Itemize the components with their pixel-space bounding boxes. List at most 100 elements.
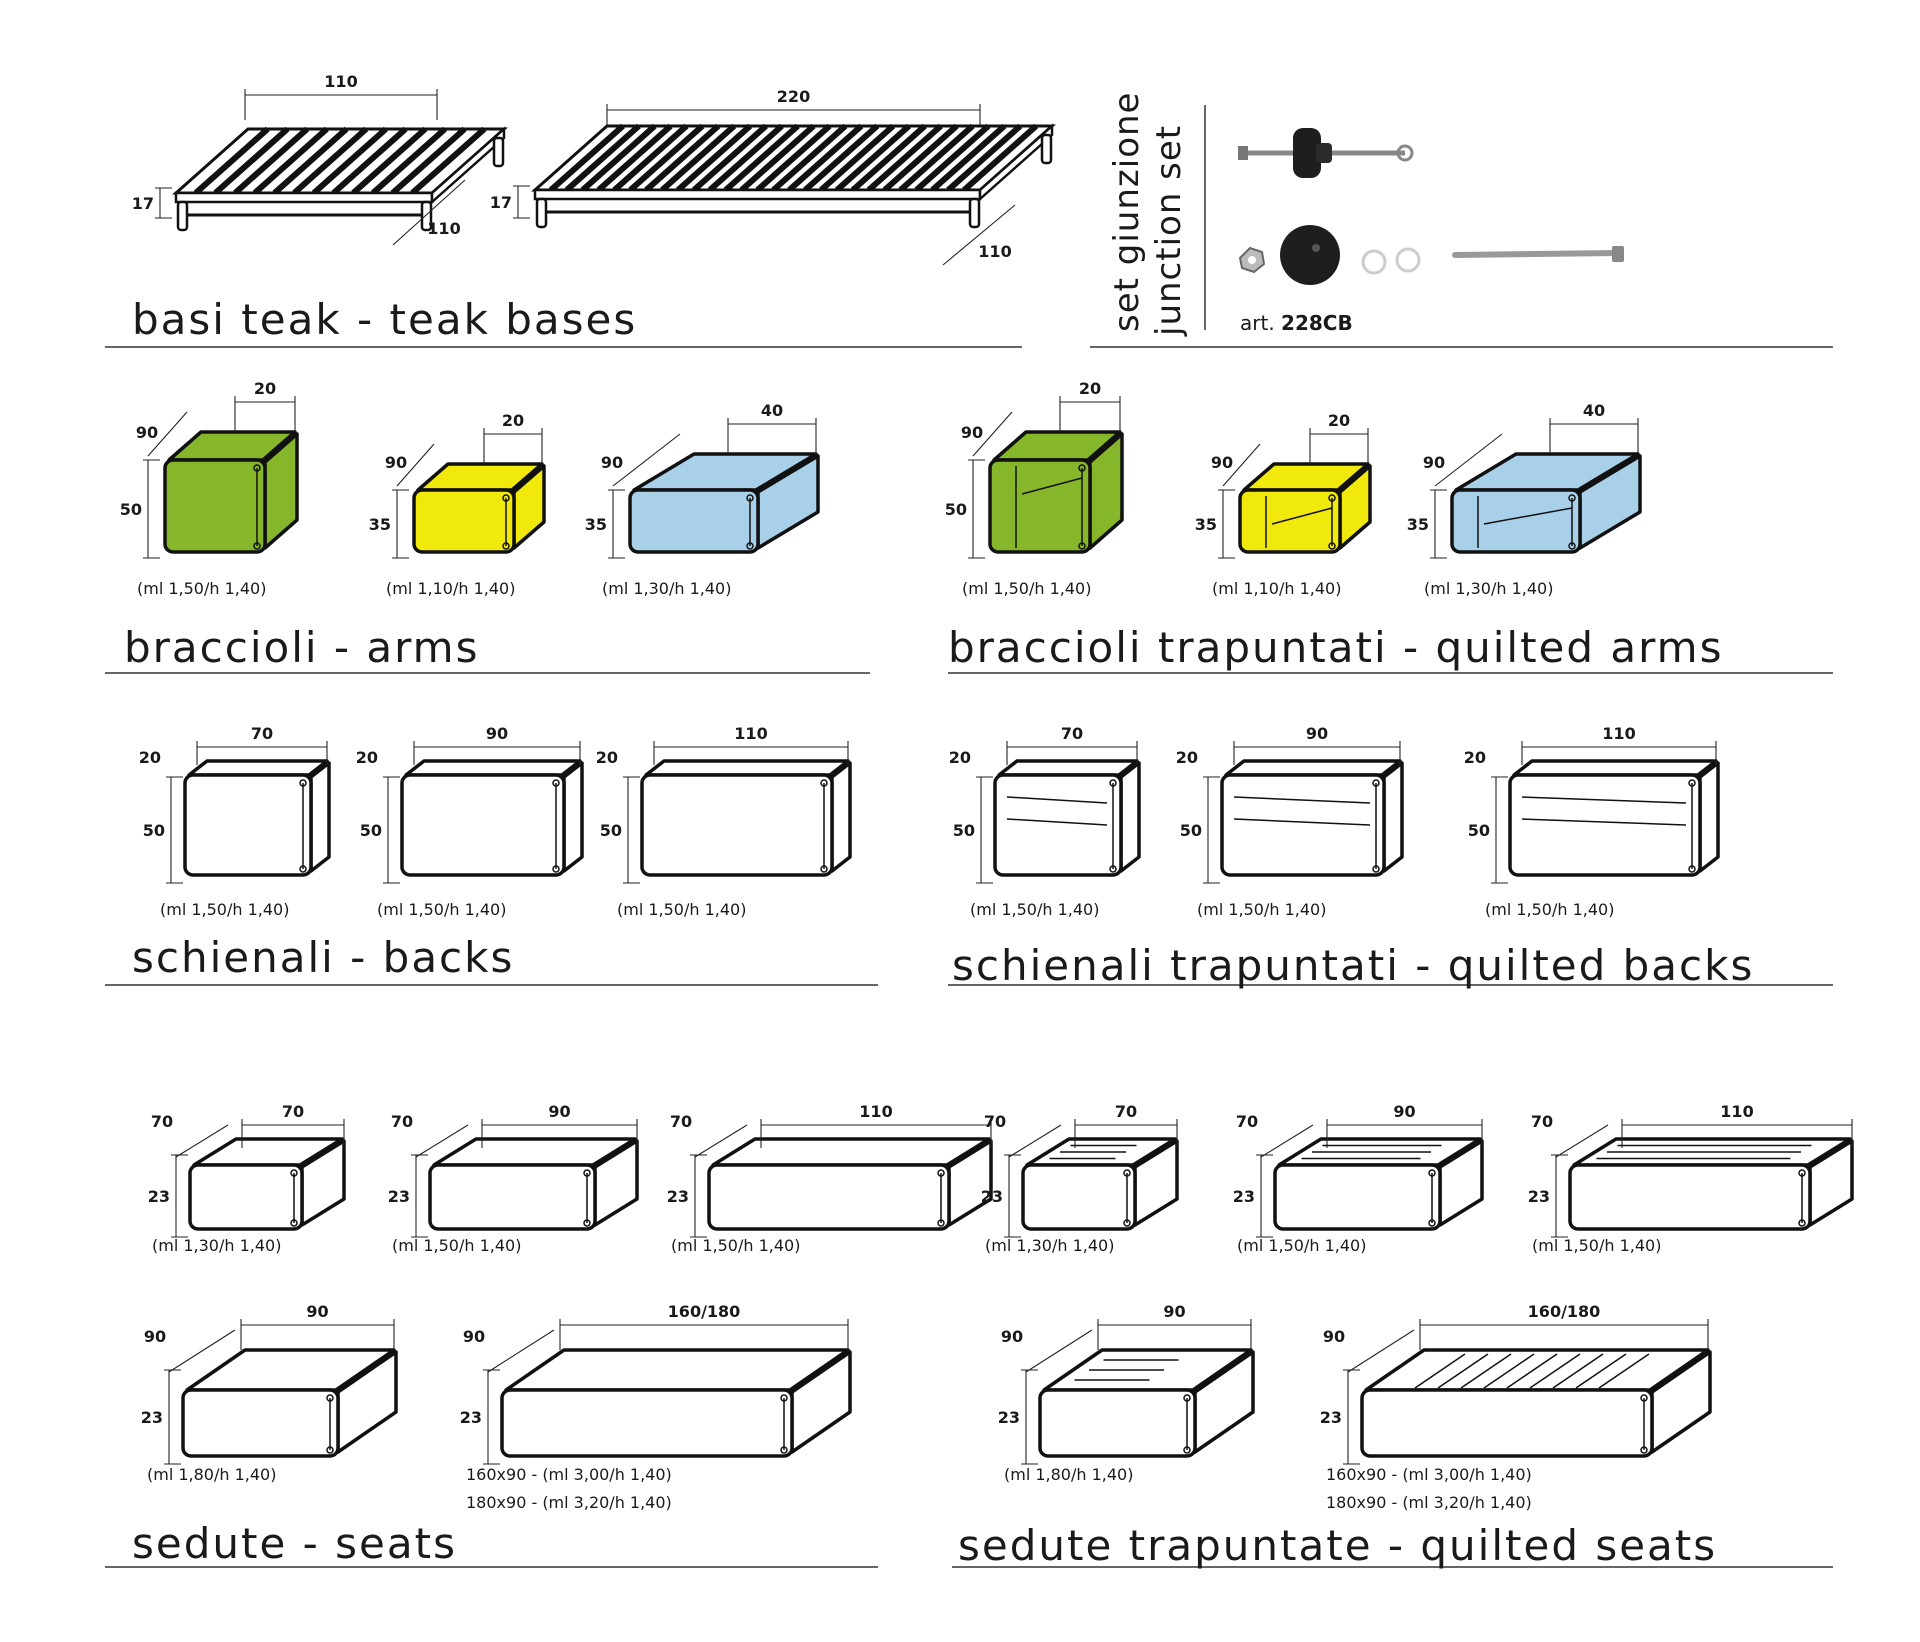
seat-cushion <box>1038 1348 1255 1458</box>
teak-slat <box>803 123 880 193</box>
height-label: 23 <box>981 1187 1003 1206</box>
cushion-front <box>640 773 834 877</box>
bolt-head <box>1238 146 1248 160</box>
arm-green <box>163 430 299 554</box>
height-label: 23 <box>148 1187 170 1206</box>
cushion-side <box>309 761 331 873</box>
teak-slat <box>311 126 388 196</box>
height-label: 50 <box>1468 821 1490 840</box>
cushion-front <box>628 488 760 554</box>
quilt-line <box>1598 1353 1650 1389</box>
teak-slat <box>390 126 467 196</box>
corner-bead <box>502 542 510 550</box>
height-label: 35 <box>1195 515 1217 534</box>
cushion-front <box>500 1388 794 1458</box>
cushion-front <box>1360 1388 1654 1458</box>
corner-bead <box>1798 1169 1806 1177</box>
depth-label: 110 <box>978 242 1011 261</box>
section-title-seats: sedute - seats <box>132 1519 457 1568</box>
height-label: 50 <box>360 821 382 840</box>
cushion-front <box>428 1163 597 1231</box>
height-label: 23 <box>388 1187 410 1206</box>
quilt-line <box>1521 818 1687 826</box>
height-label: 35 <box>585 515 607 534</box>
width-label: 90 <box>548 1102 570 1121</box>
width-label: 20 <box>502 411 524 430</box>
long-bolt-head <box>1612 246 1624 262</box>
quilt-line <box>1483 507 1573 525</box>
teak-leg <box>535 197 548 229</box>
corner-bead <box>780 1446 788 1454</box>
height-label: 35 <box>1407 515 1429 534</box>
height-label: 23 <box>1528 1187 1550 1206</box>
width-label: 220 <box>777 87 810 106</box>
depth-label: 90 <box>385 453 407 472</box>
teak-slat <box>691 123 768 193</box>
corner-bead <box>583 1219 591 1227</box>
corner-bead <box>1428 1219 1436 1227</box>
quilt-line <box>1460 1353 1512 1389</box>
cushion-front <box>412 488 516 554</box>
cushion-front <box>400 773 566 877</box>
dimension-note: (ml 1,50/h 1,40) <box>137 579 266 598</box>
teak-slat <box>930 123 1007 193</box>
depth-label: 20 <box>356 748 378 767</box>
dimension-note: (ml 1,10/h 1,40) <box>386 579 515 598</box>
quilt-line <box>1437 1353 1489 1389</box>
teak-slat <box>213 126 290 196</box>
arm-green <box>988 430 1124 554</box>
cushion-front <box>993 773 1123 877</box>
quilt-line <box>1575 1353 1627 1389</box>
cushion-top <box>1224 759 1402 777</box>
dimension-note: (ml 1,50/h 1,40) <box>962 579 1091 598</box>
teak-base-220 <box>531 123 1056 229</box>
teak-leg <box>176 200 189 232</box>
cushion-top <box>997 759 1139 777</box>
dimension-note: (ml 1,80/h 1,40) <box>1004 1465 1133 1484</box>
width-label: 20 <box>1328 411 1350 430</box>
teak-slat <box>819 123 896 193</box>
article-number: art. 228CB <box>1240 311 1353 335</box>
back-cushion <box>400 759 584 877</box>
depth-label: 70 <box>1236 1112 1258 1131</box>
section-title-quilted-backs: schienali trapuntati - quilted backs <box>952 941 1754 990</box>
dimension-note: (ml 1,50/h 1,40) <box>1237 1236 1366 1255</box>
cushion-front <box>707 1163 951 1231</box>
seat-cushion <box>1568 1137 1854 1231</box>
dimension-note: (ml 1,50/h 1,40) <box>671 1236 800 1255</box>
teak-slat <box>755 123 832 193</box>
cushion-top <box>404 759 582 777</box>
corner-bead <box>552 779 560 787</box>
height-label: 23 <box>1233 1187 1255 1206</box>
cushion-front <box>988 458 1092 554</box>
depth-label: 90 <box>961 423 983 442</box>
corner-bead <box>1372 779 1380 787</box>
dimension-line <box>612 433 681 487</box>
dimension-line <box>1434 433 1503 487</box>
teak-slat <box>252 126 329 196</box>
teak-slat <box>771 123 848 193</box>
width-label: 90 <box>1163 1302 1185 1321</box>
junction-set-panel <box>1204 105 1624 330</box>
width-label: 110 <box>1720 1102 1753 1121</box>
dimension-note: (ml 1,80/h 1,40) <box>147 1465 276 1484</box>
seat-cushion <box>1360 1348 1712 1458</box>
back-cushion <box>993 759 1141 877</box>
depth-label: 90 <box>1211 453 1233 472</box>
width-label: 90 <box>486 724 508 743</box>
depth-label: 70 <box>670 1112 692 1131</box>
cushion-side <box>830 761 852 873</box>
teak-slat <box>193 126 270 196</box>
height-label: 23 <box>141 1408 163 1427</box>
dimension-line <box>147 411 188 457</box>
dimension-note: 180x90 - (ml 3,20/h 1,40) <box>1326 1493 1532 1512</box>
cushion-front <box>1238 488 1342 554</box>
corner-bead <box>1109 865 1117 873</box>
dimension-line <box>1025 1329 1093 1373</box>
section-title-quilted-arms: braccioli trapuntati - quilted arms <box>948 623 1723 672</box>
dimension-line <box>972 411 1013 457</box>
corner-bead <box>820 865 828 873</box>
teak-slat <box>660 123 737 193</box>
article-label: art. <box>1240 311 1281 335</box>
